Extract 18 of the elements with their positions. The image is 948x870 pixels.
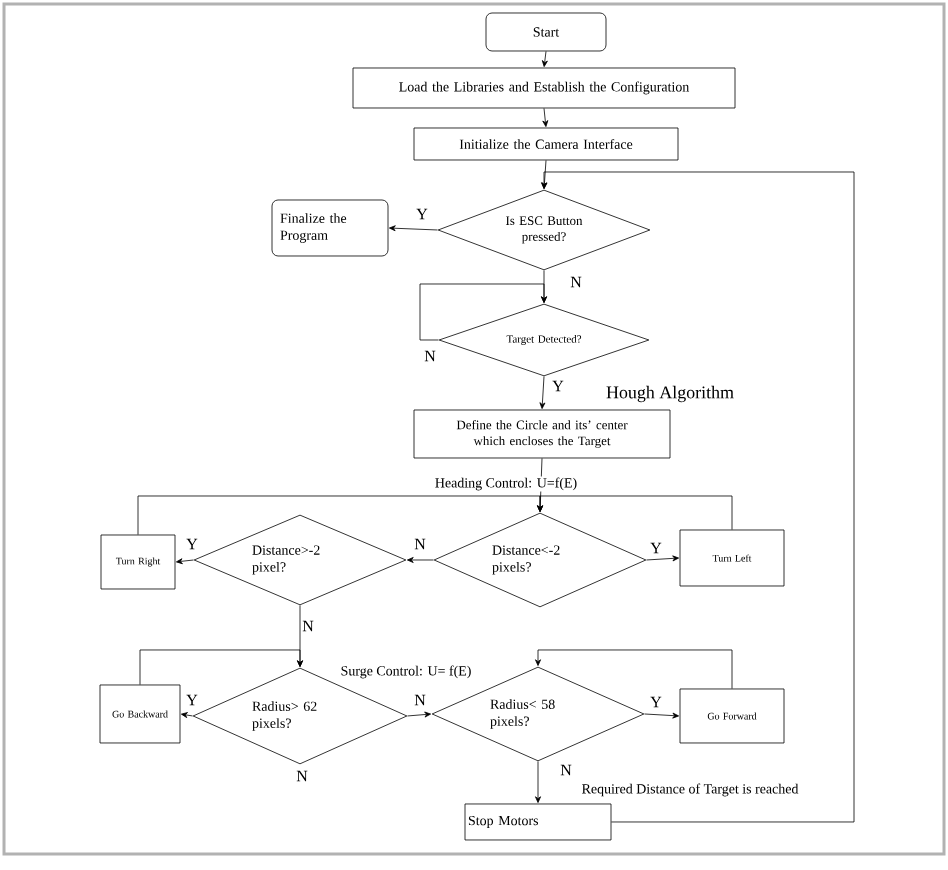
arrow	[542, 108, 549, 127]
annotation: Hough Algorithm	[605, 384, 735, 404]
arrow	[644, 712, 679, 719]
arrow	[137, 495, 543, 535]
arrow	[535, 761, 541, 803]
arrow	[646, 555, 679, 562]
arrow	[389, 225, 438, 232]
arrow	[539, 376, 546, 409]
arrow	[181, 712, 193, 718]
arrow	[407, 711, 431, 718]
arrow	[537, 495, 733, 530]
arrow	[541, 51, 548, 67]
arrow	[419, 283, 547, 341]
arrow	[176, 558, 194, 565]
arrow	[541, 171, 855, 823]
arrow	[407, 557, 434, 563]
arrow	[535, 649, 733, 689]
arrow	[139, 649, 303, 685]
